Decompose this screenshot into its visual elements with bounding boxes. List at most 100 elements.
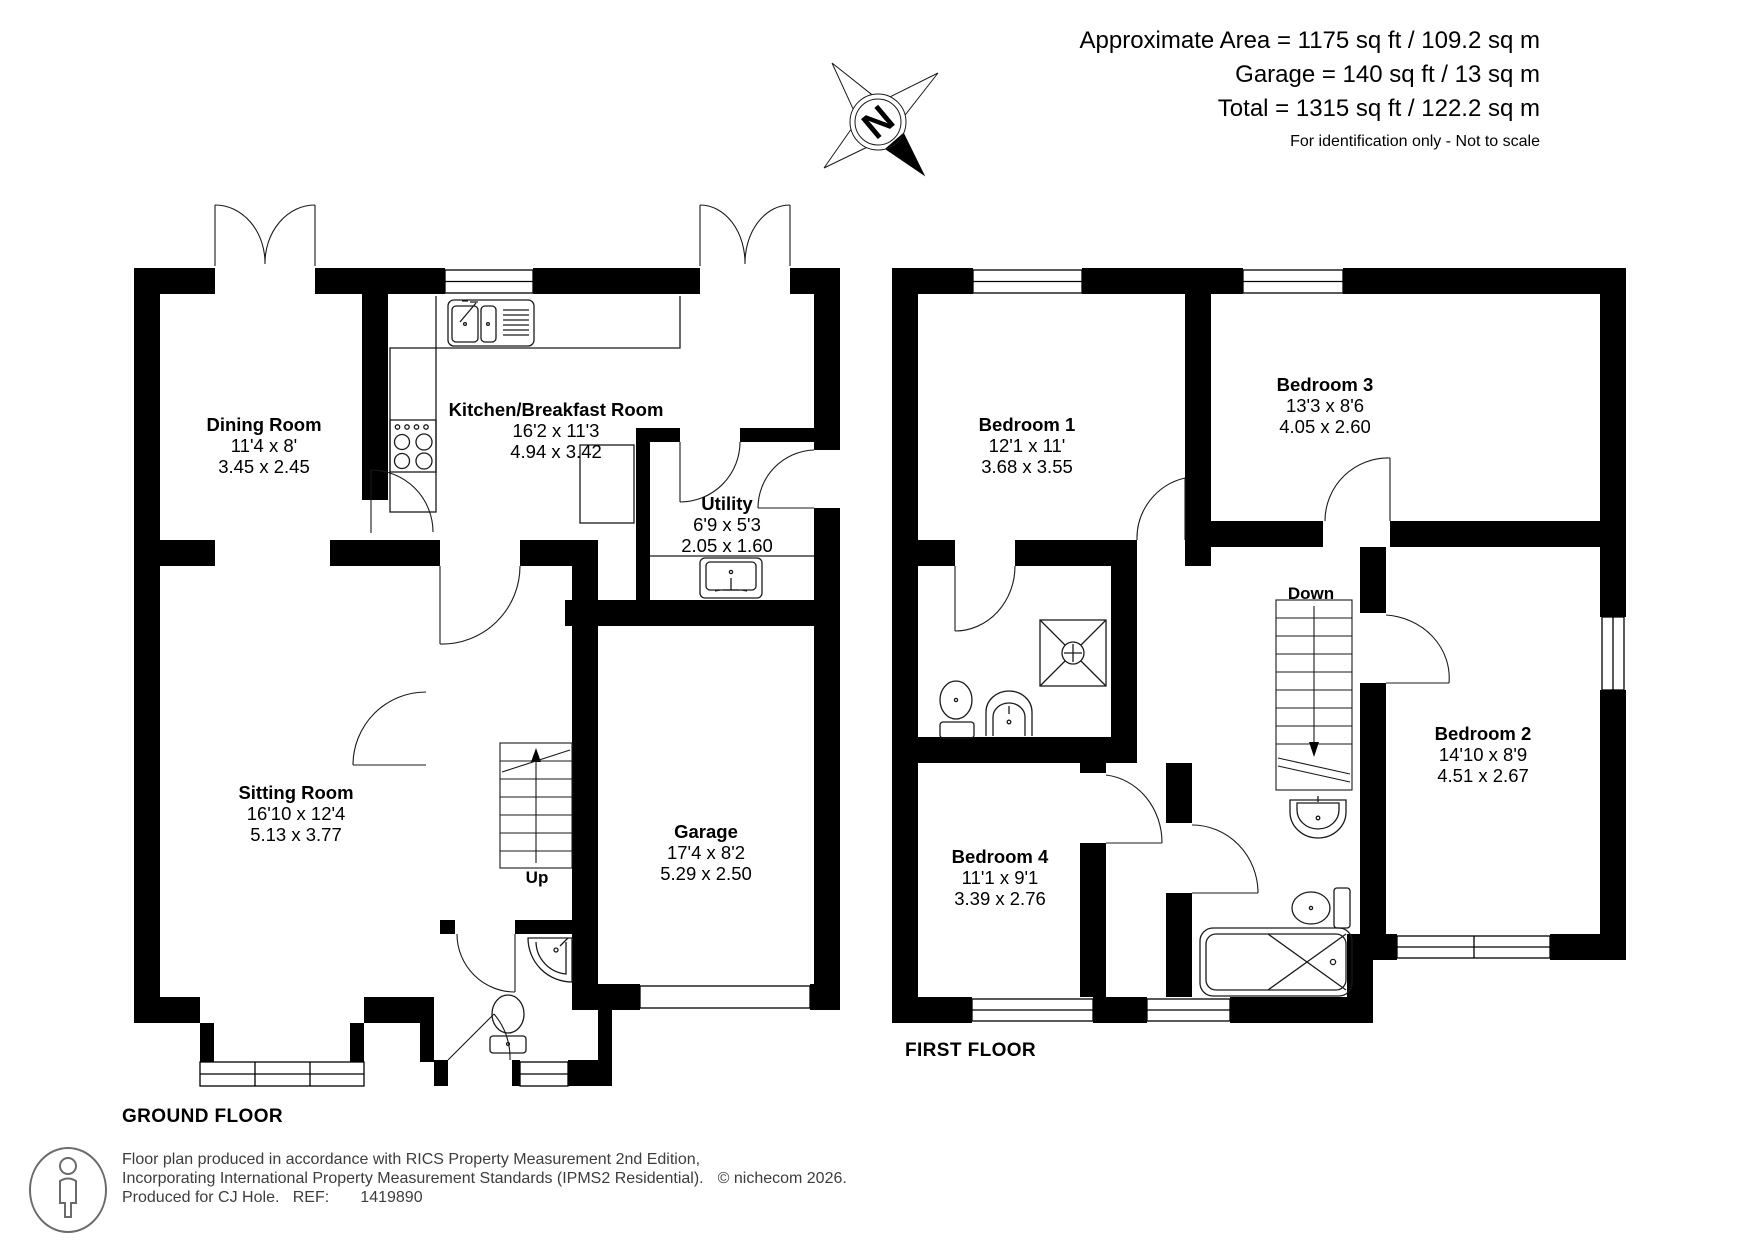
bathroom-door: [1191, 824, 1259, 894]
garage-door-icon: [639, 985, 811, 1009]
bathroom-window-icon: [1146, 998, 1231, 1022]
room-label-bedroom2: Bedroom 2 14'10 x 8'9 4.51 x 2.67: [1435, 723, 1532, 786]
room-name: Utility: [701, 493, 753, 514]
room-dims-metric: 3.68 x 3.55: [981, 456, 1073, 477]
wc-window-icon: [519, 1061, 569, 1087]
utility-sink-icon: [650, 555, 814, 599]
stairs-up: [499, 742, 573, 869]
room-name: Kitchen/Breakfast Room: [448, 399, 664, 420]
ground-floor-doors: [214, 204, 815, 1061]
room-dims-imperial: 12'1 x 11': [988, 435, 1066, 456]
room-label-bedroom3: Bedroom 3 13'3 x 8'6 4.05 x 2.60: [1277, 374, 1374, 437]
total-area-text: Total = 1315 sq ft / 122.2 sq m: [1217, 95, 1540, 122]
room-dims-metric: 4.05 x 2.60: [1279, 416, 1371, 437]
bedroom4-window-icon: [971, 998, 1094, 1022]
cooker-icon: [389, 419, 437, 473]
sitting-room-door: [352, 691, 427, 766]
bedroom4-door: [1105, 774, 1163, 844]
compass-icon: N: [823, 62, 939, 177]
room-label-garage: Garage 17'4 x 8'2 5.29 x 2.50: [660, 821, 752, 884]
ground-floor-title: GROUND FLOOR: [122, 1106, 284, 1127]
back-door: [757, 449, 815, 509]
ground-floor-plan: [134, 204, 840, 1087]
footer-line3: Produced for CJ Hole. REF: 1419890: [122, 1189, 423, 1206]
shower-icon: [1039, 619, 1107, 687]
wc-basin-icon: [527, 937, 573, 983]
room-label-sitting: Sitting Room 16'10 x 12'4 5.13 x 3.77: [238, 782, 353, 845]
footer-copyright: © nichecom 2026.: [717, 1170, 847, 1187]
room-name: Bedroom 3: [1276, 374, 1374, 395]
room-name: Dining Room: [206, 414, 322, 435]
area-summary: Approximate Area = 1175 sq ft / 109.2 sq…: [1080, 24, 1541, 151]
stairs-up-label: Up: [525, 868, 549, 887]
approx-area-text: Approximate Area = 1175 sq ft / 109.2 sq…: [1079, 27, 1541, 54]
room-dims-metric: 4.94 x 3.42: [510, 441, 602, 462]
kitchen-counter: [389, 296, 681, 524]
footer-line1: Floor plan produced in accordance with R…: [122, 1151, 701, 1168]
first-floor-title: FIRST FLOOR: [905, 1040, 1037, 1061]
ground-floor-walls: [134, 268, 840, 1086]
bedroom3-window-icon: [1242, 269, 1344, 294]
stairs-down: [1275, 599, 1353, 791]
footer: Floor plan produced in accordance with R…: [122, 1150, 847, 1207]
room-dims-imperial: 17'4 x 8'2: [666, 842, 746, 863]
room-dims-imperial: 14'10 x 8'9: [1438, 744, 1528, 765]
room-dims-imperial: 16'2 x 11'3: [512, 420, 600, 441]
first-floor-fixtures: [939, 599, 1353, 997]
room-label-bedroom4: Bedroom 4 11'1 x 9'1 3.39 x 2.76: [952, 846, 1049, 909]
room-dims-metric: 3.39 x 2.76: [954, 888, 1046, 909]
room-dims-metric: 2.05 x 1.60: [681, 535, 773, 556]
first-floor-windows: [971, 269, 1625, 1022]
utility-door: [679, 441, 741, 503]
room-name: Sitting Room: [238, 782, 354, 803]
first-floor-doors: [954, 457, 1450, 894]
bedroom3-door: [1324, 457, 1391, 522]
ground-floor-fixtures: [389, 296, 814, 1054]
garage-area-text: Garage = 140 sq ft / 13 sq m: [1235, 61, 1540, 88]
bedroom2-door: [1385, 614, 1450, 684]
bay-window-icon: [199, 1061, 365, 1087]
room-dims-imperial: 11'1 x 9'1: [961, 867, 1039, 888]
kitchen-window-icon: [444, 269, 534, 294]
kitchen-hall-door: [439, 565, 521, 645]
bathroom-toilet-icon: [1291, 887, 1351, 929]
front-door: [447, 1013, 511, 1061]
footer-line2: Incorporating International Property Mea…: [122, 1170, 704, 1187]
wc-toilet-icon: [489, 994, 527, 1054]
bedroom2-bottom-window-icon: [1396, 935, 1551, 959]
room-dims-imperial: 6'9 x 5'3: [693, 514, 761, 535]
ground-floor-windows: [199, 269, 811, 1087]
stairs-down-label: Down: [1287, 584, 1335, 603]
french-door-kitchen: [699, 204, 791, 266]
bedroom1-window-icon: [972, 269, 1083, 294]
first-floor-plan: [892, 268, 1626, 1023]
dining-kitchen-door: [370, 469, 434, 533]
footer-line2-row: Incorporating International Property Mea…: [122, 1169, 847, 1188]
room-name: Bedroom 4: [951, 846, 1049, 867]
bedroom1-door: [1136, 477, 1186, 541]
kitchen-sink-icon: [447, 299, 535, 347]
room-name: Bedroom 1: [978, 414, 1076, 435]
bedroom2-side-window-icon: [1601, 616, 1625, 691]
room-label-dining: Dining Room 11'4 x 8' 3.45 x 2.45: [206, 414, 321, 477]
room-label-kitchen: Kitchen/Breakfast Room 16'2 x 11'3 4.94 …: [449, 399, 664, 462]
bathroom-basin-icon: [1289, 796, 1347, 839]
wc-door: [456, 933, 516, 993]
room-dims-metric: 5.29 x 2.50: [660, 863, 752, 884]
ensuite-toilet-icon: [939, 680, 975, 739]
room-label-bedroom1: Bedroom 1 12'1 x 11' 3.68 x 3.55: [979, 414, 1076, 477]
room-dims-metric: 3.45 x 2.45: [218, 456, 310, 477]
ensuite-basin-icon: [985, 690, 1033, 736]
ensuite-door: [954, 565, 1016, 632]
room-name: Garage: [674, 821, 738, 842]
room-dims-imperial: 13'3 x 8'6: [1285, 395, 1365, 416]
french-door-dining: [214, 204, 316, 266]
room-label-utility: Utility 6'9 x 5'3 2.05 x 1.60: [681, 493, 773, 556]
room-dims-metric: 5.13 x 3.77: [250, 824, 342, 845]
bath-icon: [1199, 927, 1353, 997]
disclaimer-text: For identification only - Not to scale: [1290, 133, 1540, 150]
room-dims-imperial: 11'4 x 8': [230, 435, 298, 456]
room-dims-metric: 4.51 x 2.67: [1437, 765, 1529, 786]
